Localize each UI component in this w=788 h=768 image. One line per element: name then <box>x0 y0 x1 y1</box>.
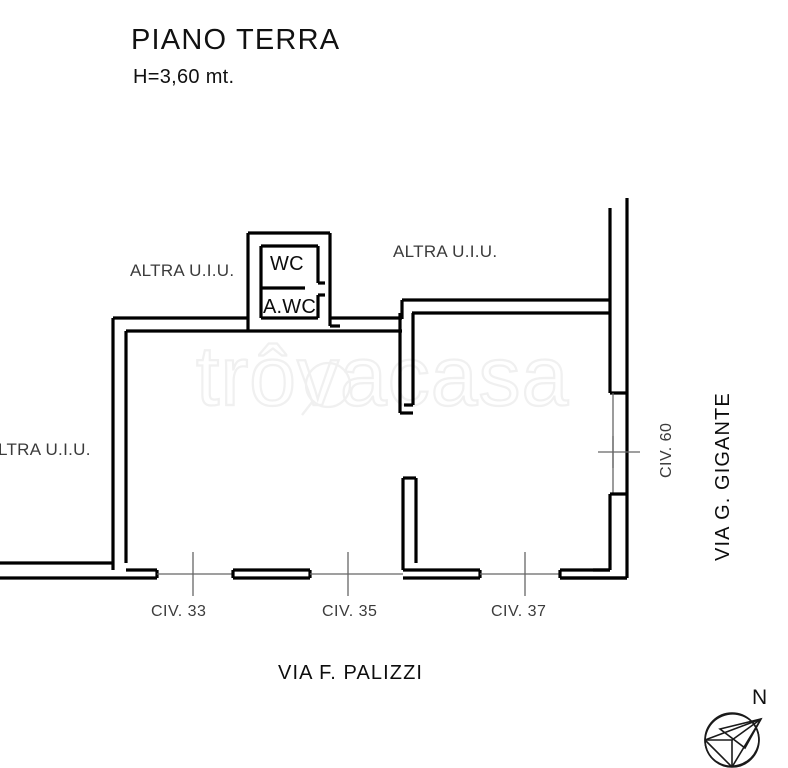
compass-line-a <box>704 718 762 741</box>
street-label-palizzi: VIA F. PALIZZI <box>278 662 424 684</box>
room-label-wc: WC <box>270 253 304 275</box>
compass-rose-icon <box>690 680 788 768</box>
centreline-group <box>192 436 640 596</box>
unit-label-altra-right: ALTRA U.I.U. <box>393 242 498 261</box>
unit-label-altra-west: LTRA U.I.U. <box>0 440 91 459</box>
compass-line-b <box>704 739 733 768</box>
wall-group-outer <box>0 198 629 580</box>
compass-north-label: N <box>752 686 768 709</box>
compass-circle-inner <box>704 713 760 767</box>
civic-label-60: CIV. 60 <box>658 422 675 478</box>
unit-label-altra-left: ALTRA U.I.U. <box>130 261 235 280</box>
civic-label-37: CIV. 37 <box>491 603 547 620</box>
page-title: PIANO TERRA <box>131 24 341 56</box>
street-label-gigante: VIA G. GIGANTE <box>712 392 734 561</box>
compass-needle-ne <box>731 718 762 741</box>
civic-label-33: CIV. 33 <box>151 603 207 620</box>
compass-needle-body <box>718 717 763 750</box>
room-label-awc: A.WC <box>263 296 317 318</box>
civic-label-35: CIV. 35 <box>322 603 378 620</box>
ceiling-height-note: H=3,60 mt. <box>133 66 235 88</box>
